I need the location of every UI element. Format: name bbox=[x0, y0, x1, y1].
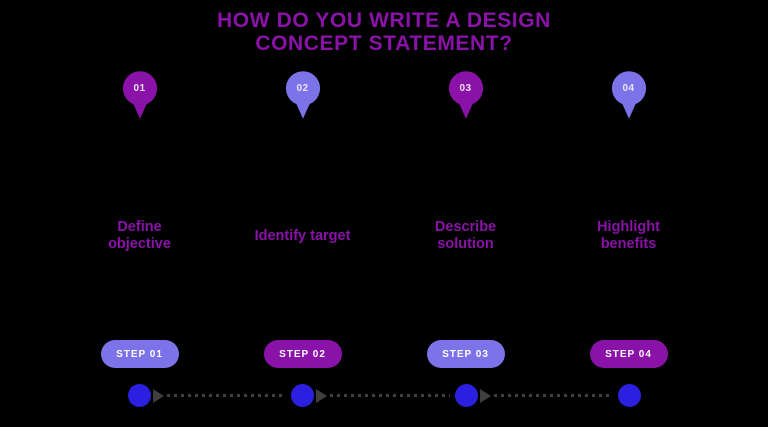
step-2-number: 02 bbox=[296, 83, 309, 94]
arrow-right-icon bbox=[316, 388, 328, 403]
timeline-segment-1 bbox=[151, 388, 291, 403]
step-4-label: Highlight benefits bbox=[597, 219, 660, 252]
step-3-label: Describe solution bbox=[434, 219, 497, 252]
location-pin-icon bbox=[122, 71, 157, 119]
step-column-3: 03 Describe solution STEP 03 bbox=[384, 70, 547, 368]
location-pin-icon bbox=[611, 71, 646, 119]
arrow-right-icon bbox=[479, 388, 491, 403]
timeline-dotted-line bbox=[330, 394, 450, 397]
step-3-badge-label: STEP 03 bbox=[442, 348, 489, 360]
timeline-dotted-line bbox=[167, 394, 287, 397]
step-4-number: 04 bbox=[622, 83, 635, 94]
step-4-badge-label: STEP 04 bbox=[605, 348, 652, 360]
location-pin-icon bbox=[285, 71, 320, 119]
timeline bbox=[128, 384, 641, 407]
step-1-label: Define objective bbox=[108, 219, 171, 252]
page-title-line2: CONCEPT STATEMENT? bbox=[255, 32, 513, 55]
step-3-pin-marker: 03 bbox=[447, 70, 485, 120]
timeline-dotted-line bbox=[493, 394, 613, 397]
step-1-badge: STEP 01 bbox=[100, 340, 179, 368]
timeline-dot-4 bbox=[617, 384, 641, 407]
timeline-segment-2 bbox=[314, 388, 454, 403]
step-column-4: 04 Highlight benefits STEP 04 bbox=[547, 70, 710, 368]
timeline-dot-3 bbox=[454, 384, 478, 407]
step-1-badge-label: STEP 01 bbox=[116, 348, 163, 360]
step-2-label: Identify target bbox=[254, 227, 351, 244]
location-pin-icon bbox=[448, 71, 483, 119]
step-3-number: 03 bbox=[459, 83, 472, 94]
step-2-badge-label: STEP 02 bbox=[279, 348, 326, 360]
step-column-1: 01 Define objective STEP 01 bbox=[58, 70, 221, 368]
step-2-badge: STEP 02 bbox=[263, 340, 342, 368]
page-title: HOW DO YOU WRITE A DESIGN CONCEPT STATEM… bbox=[0, 9, 768, 55]
timeline-dot-1 bbox=[128, 384, 151, 407]
arrow-right-icon bbox=[153, 388, 164, 403]
page-title-line1: HOW DO YOU WRITE A DESIGN bbox=[217, 9, 551, 32]
step-1-number: 01 bbox=[133, 83, 146, 94]
step-2-pin-marker: 02 bbox=[284, 70, 322, 120]
timeline-segment-3 bbox=[478, 388, 618, 403]
step-1-pin-marker: 01 bbox=[121, 70, 159, 120]
step-4-badge: STEP 04 bbox=[589, 340, 668, 368]
step-3-badge: STEP 03 bbox=[426, 340, 505, 368]
step-4-pin-marker: 04 bbox=[610, 70, 648, 120]
steps-row: 01 Define objective STEP 01 02 Identify … bbox=[58, 70, 710, 368]
timeline-dot-2 bbox=[291, 384, 315, 407]
step-column-2: 02 Identify target STEP 02 bbox=[221, 70, 384, 368]
